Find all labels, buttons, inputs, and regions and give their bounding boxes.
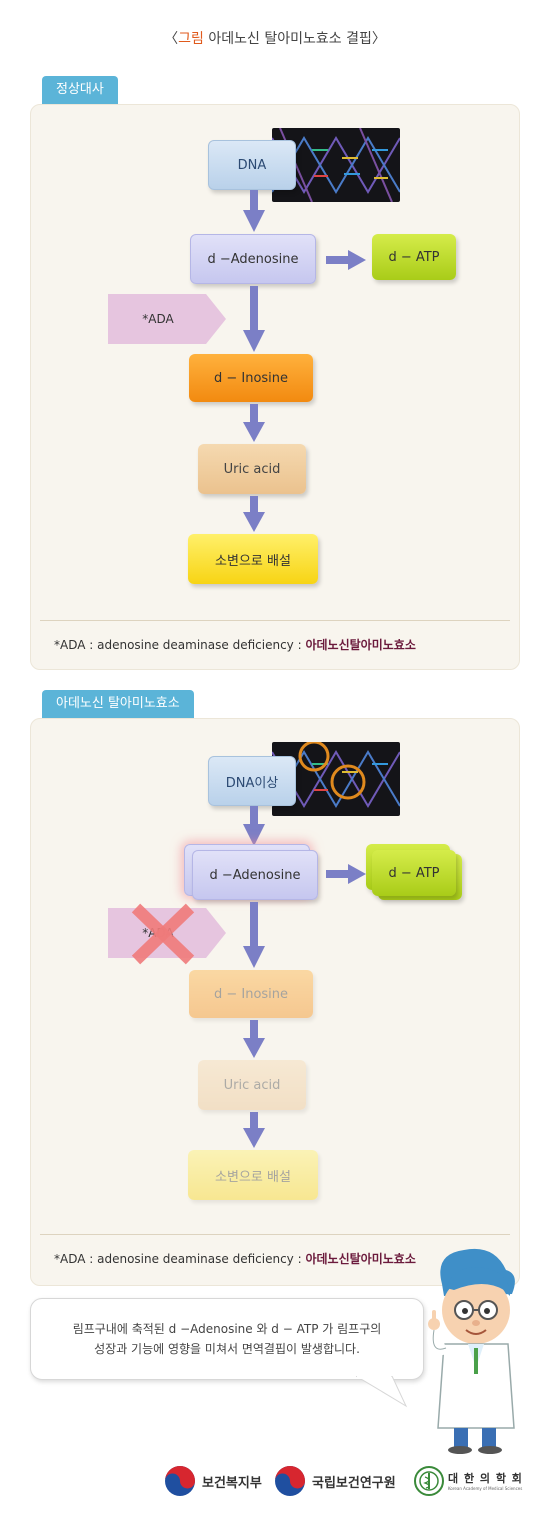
arrow-down-icon	[243, 806, 265, 846]
title-prefix: 〈	[164, 31, 179, 47]
mohw-logo-icon	[165, 1466, 195, 1496]
arrow-right-icon	[326, 864, 366, 884]
atp-box: d − ATP	[372, 234, 456, 280]
figure-title: 〈그림 아데노신 탈아미노효소 결핍〉	[0, 28, 550, 48]
speech-bubble-tail	[356, 1376, 408, 1408]
speech-bubble: 림프구내에 축적된 d −Adenosine 와 d − ATP 가 림프구의 …	[30, 1298, 424, 1380]
ada-label: *ADA	[142, 312, 174, 326]
arrow-down-icon	[243, 1020, 265, 1058]
arrow-down-icon	[243, 496, 265, 532]
footnote-definition: *ADA : adenosine deaminase deficiency :	[54, 638, 306, 652]
arrow-right-icon	[326, 250, 366, 270]
uric-acid-box: Uric acid	[198, 444, 306, 494]
abnormal-dna-box: DNA이상	[208, 756, 296, 806]
bubble-line-2: 성장과 기능에 영향을 미쳐서 면역결핍이 발생합니다.	[94, 1342, 360, 1356]
tab-ada-deficiency: 아데노신 탈아미노효소	[42, 690, 194, 718]
urine-excretion-box: 소변으로 배설	[188, 1150, 318, 1200]
kams-logo-text: 대 한 의 학 회	[448, 1472, 523, 1485]
ada-footnote: *ADA : adenosine deaminase deficiency : …	[54, 636, 514, 653]
footnote-korean: 아데노신탈아미노효소	[305, 638, 416, 652]
title-text: 아데노신 탈아미노효소 결핍〉	[203, 31, 386, 47]
ada-enzyme-shape	[108, 294, 226, 344]
adenosine-box: d −Adenosine	[190, 234, 316, 284]
divider	[40, 620, 510, 621]
tab-normal-metabolism: 정상대사	[42, 76, 118, 104]
arrow-down-icon	[243, 404, 265, 442]
divider	[40, 1234, 510, 1235]
inosine-box: d − Inosine	[189, 354, 313, 402]
accumulated-adenosine-box: d −Adenosine	[192, 850, 318, 900]
arrow-down-icon	[243, 1112, 265, 1148]
dna-box: DNA	[208, 140, 296, 190]
bubble-line-1: 림프구내에 축적된 d −Adenosine 와 d − ATP 가 림프구의	[72, 1322, 382, 1336]
arrow-down-icon	[243, 902, 265, 968]
urine-excretion-box: 소변으로 배설	[188, 534, 318, 584]
kams-logo-subtitle: Korean Academy of Medical Sciences	[448, 1486, 523, 1491]
inosine-box: d − Inosine	[189, 970, 313, 1018]
doctor-character-icon	[427, 1248, 515, 1454]
arrow-down-icon	[243, 190, 265, 232]
nih-logo-icon	[275, 1466, 305, 1496]
uric-acid-box: Uric acid	[198, 1060, 306, 1110]
nih-logo-text: 국립보건연구원	[312, 1476, 396, 1491]
footnote-definition: *ADA : adenosine deaminase deficiency :	[54, 1252, 306, 1266]
footnote-korean: 아데노신탈아미노효소	[305, 1252, 416, 1266]
cross-icon	[131, 903, 195, 965]
accumulated-atp-box: d − ATP	[372, 850, 456, 896]
arrow-down-icon	[243, 286, 265, 352]
ada-footnote: *ADA : adenosine deaminase deficiency : …	[54, 1250, 514, 1267]
kams-seal-icon	[414, 1466, 444, 1496]
mohw-logo-text: 보건복지부	[202, 1476, 262, 1491]
title-highlight: 그림	[178, 31, 204, 47]
